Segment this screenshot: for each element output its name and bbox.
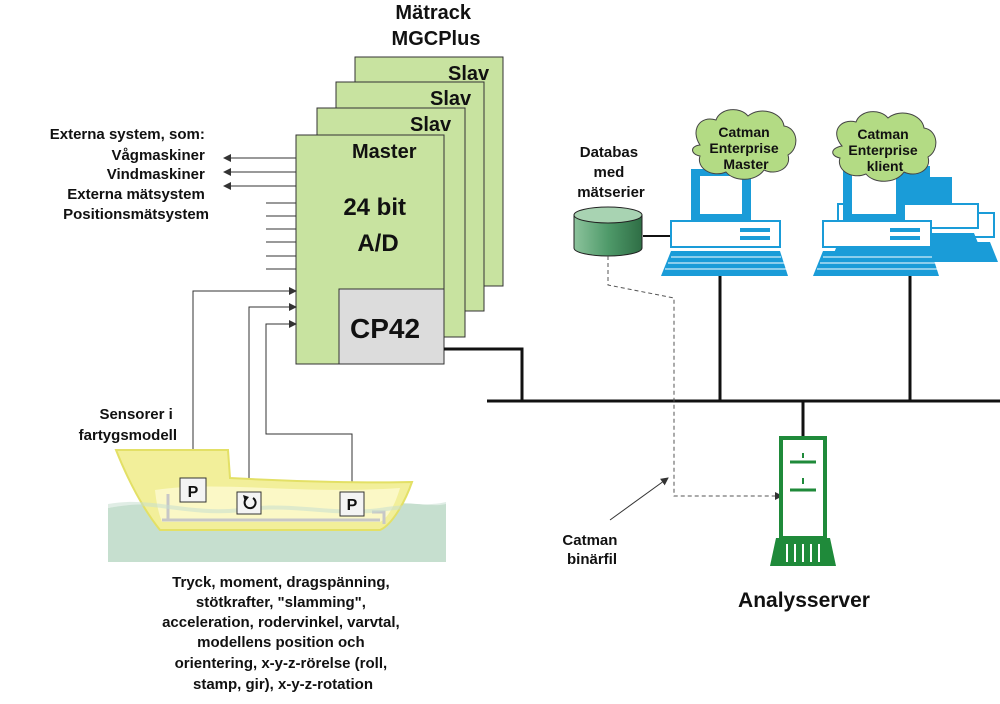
pressure-sensor-1: P	[179, 477, 207, 503]
rack-title-line-2: MGCPlus	[392, 28, 481, 50]
binary-file-line-2: binärfil	[567, 551, 617, 568]
binary-file-line-1: Catman	[562, 532, 617, 549]
sensors-title-line-2: fartygsmodell	[79, 427, 177, 444]
master-pc-cloud-line-3: Master	[723, 156, 769, 172]
master-module: Master 24 bit A/D CP42	[295, 134, 445, 365]
input-channel-lines	[266, 202, 296, 270]
slave-label-1: Slav	[410, 114, 452, 136]
measurements-line-2: stötkrafter, "slamming",	[196, 594, 366, 611]
pressure-sensor-2: P	[339, 491, 365, 517]
pressure-sensor-2-label: P	[347, 497, 358, 514]
external-line-3: Vindmaskiner	[107, 166, 205, 183]
database-line-3: mätserier	[577, 184, 645, 201]
master-pc-cloud-line-2: Enterprise	[709, 140, 778, 156]
external-systems-text: Externa system, som: Vågmaskiner Vindmas…	[50, 126, 209, 223]
external-output-arrows	[223, 154, 296, 190]
client-pc-cloud-line-1: Catman	[857, 126, 908, 142]
adc-label: 24 bit A/D	[343, 194, 412, 257]
client-pc-stack: Catman Enterprise klient	[813, 111, 998, 276]
master-pc-monitor	[670, 169, 781, 248]
master-pc-cloud-text: Catman Enterprise Master	[709, 124, 782, 172]
client-pc-cloud-line-2: Enterprise	[848, 142, 917, 158]
master-pc-cloud: Catman Enterprise Master	[692, 109, 797, 180]
master-pc-cloud-line-1: Catman	[718, 124, 769, 140]
external-line-4: Externa mätsystem	[67, 186, 205, 203]
client-pc-cloud: Catman Enterprise klient	[832, 111, 937, 182]
external-line-1: Externa system, som:	[50, 126, 205, 143]
network-lines	[444, 235, 1000, 438]
slave-label-2: Slav	[430, 88, 472, 110]
measurements-line-4: modellens position och	[197, 634, 365, 651]
database-text: Databas med mätserier	[577, 144, 645, 201]
rack-title: Mätrack MGCPlus	[392, 2, 481, 50]
adc-line-1: 24 bit	[343, 194, 406, 221]
measurements-line-6: stamp, gir), x-y-z-rotation	[193, 676, 373, 693]
sensor-wiring	[192, 287, 353, 492]
measurements-line-3: acceleration, rodervinkel, varvtal,	[162, 614, 400, 631]
client-pc-cloud-text: Catman Enterprise klient	[848, 126, 921, 174]
external-line-5: Positionsmätsystem	[63, 206, 209, 223]
sensors-title-line-1: Sensorer i	[99, 406, 172, 423]
pressure-sensor-1-label: P	[188, 484, 199, 501]
cp42-box	[338, 288, 445, 365]
sensors-title: Sensorer i fartygsmodell	[79, 406, 177, 444]
master-label: Master	[352, 141, 417, 163]
rotation-icon	[243, 495, 257, 510]
slave-label-3: Slav	[448, 63, 490, 85]
measurements-line-1: Tryck, moment, dragspänning,	[172, 574, 390, 591]
database-icon	[573, 206, 643, 257]
cp42-label: CP42	[350, 313, 420, 344]
database-line-2: med	[593, 164, 624, 181]
master-pc: Catman Enterprise Master	[661, 109, 797, 276]
master-pc-keyboard	[661, 251, 788, 276]
measurements-text: Tryck, moment, dragspänning, stötkrafter…	[162, 574, 404, 693]
analysis-server: Analysserver	[738, 436, 870, 612]
rotation-sensor	[236, 491, 262, 515]
ship-model: P P	[108, 449, 446, 562]
rack-title-line-1: Mätrack	[395, 2, 471, 24]
binary-file-path: Catman binärfil	[562, 256, 783, 568]
binary-file-text: Catman binärfil	[562, 532, 621, 568]
measurements-line-5: orientering, x-y-z-rörelse (roll,	[175, 655, 388, 672]
client-pc-cloud-line-3: klient	[867, 158, 904, 174]
external-line-2: Vågmaskiner	[111, 147, 205, 164]
adc-line-2: A/D	[357, 230, 398, 257]
database-line-1: Databas	[580, 144, 638, 161]
analysis-server-label: Analysserver	[738, 589, 870, 612]
